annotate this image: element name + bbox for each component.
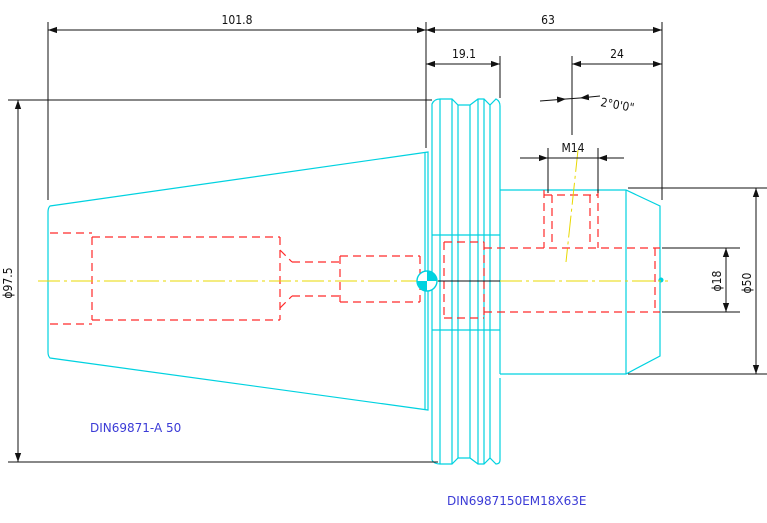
taper-cone (47, 151, 429, 411)
dim-phi-18: ϕ18 (710, 270, 724, 291)
hidden-bore-lines (50, 190, 660, 325)
axis-end-point (658, 277, 664, 283)
screw-axis (565, 149, 579, 263)
dim-m14: M14 (561, 141, 584, 155)
dim-24: 24 (610, 47, 624, 61)
dim-63: 63 (541, 13, 555, 27)
dim-101-8: 101.8 (222, 13, 253, 27)
shank (500, 189, 661, 375)
gauge-line-symbol (416, 270, 500, 292)
dim-19-1: 19.1 (452, 47, 476, 61)
dim-angle: 2°0'0" (599, 95, 635, 115)
center-lines (38, 149, 668, 282)
dimension-texts: 101.8 63 19.1 24 2°0'0" M14 ϕ97.5 ϕ50 ϕ1… (1, 13, 754, 299)
part-designation-label: DIN6987150EM18X63E (447, 494, 586, 508)
dimensions (8, 22, 767, 463)
dim-phi-50: ϕ50 (740, 272, 754, 293)
taper-designation-label: DIN69871-A 50 (90, 421, 181, 435)
dim-phi-97-5: ϕ97.5 (1, 267, 15, 298)
